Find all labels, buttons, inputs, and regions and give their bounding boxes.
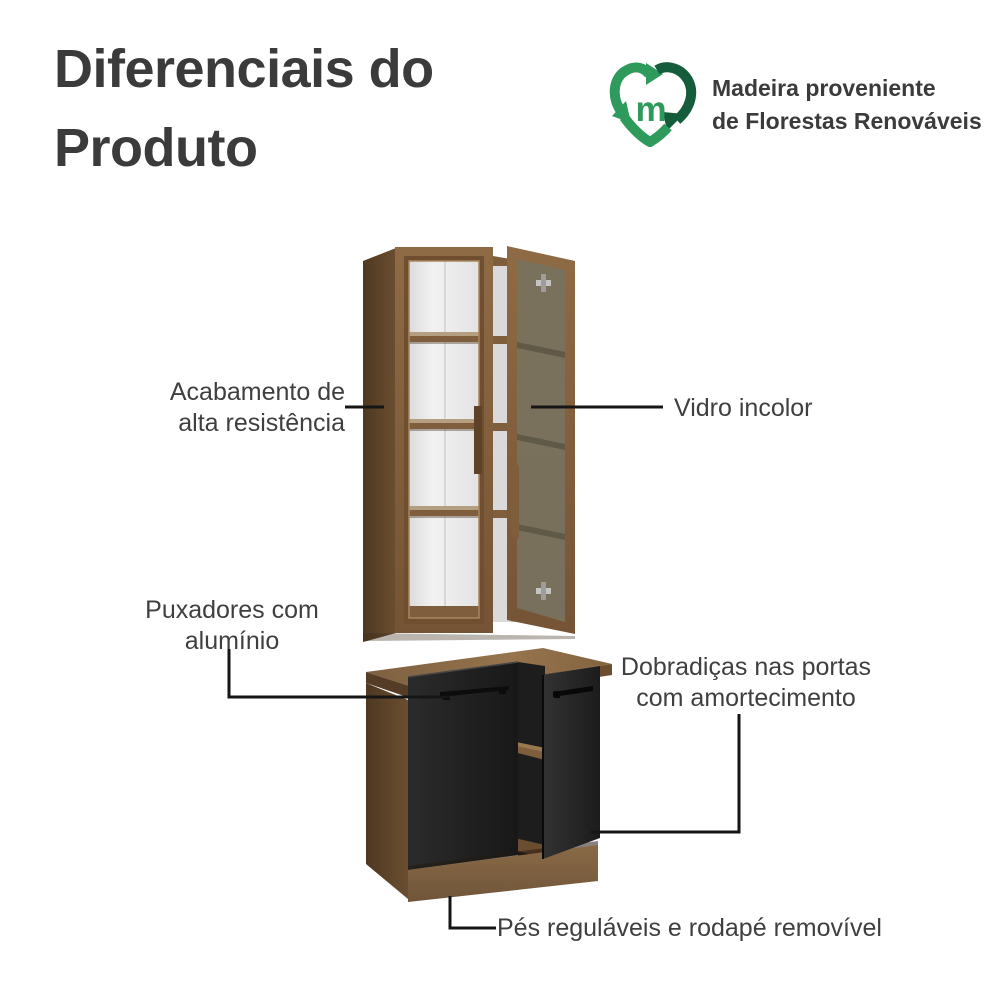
callout-label-pes: Pés reguláveis e rodapé removível xyxy=(497,914,882,942)
eco-badge-line-2: de Florestas Renováveis xyxy=(712,108,982,134)
upper-cabinet-shelf xyxy=(409,332,479,344)
callout-label-acabamento: Acabamento de alta resistência xyxy=(169,378,345,437)
upper-cabinet-shelf xyxy=(409,419,479,431)
recycle-heart-m-icon: m xyxy=(609,62,697,147)
lower-cabinet-plinth xyxy=(408,845,598,902)
lower-cabinet xyxy=(366,648,612,902)
page-title: Diferenciais do Produto xyxy=(54,30,434,188)
callout-label-vidro: Vidro incolor xyxy=(674,394,813,422)
lower-cabinet-left-door xyxy=(407,661,519,870)
hinge-icon xyxy=(536,582,551,600)
callout-lines xyxy=(227,405,741,930)
eco-badge: m Madeira proveniente de Florestas Renov… xyxy=(604,57,982,147)
lower-cabinet-open-door xyxy=(542,666,600,859)
upper-cabinet-left-door-handle xyxy=(474,406,482,474)
page-title-line-1: Diferenciais do xyxy=(54,39,434,99)
callout-line-puxadores xyxy=(227,649,450,699)
upper-cabinet-left-glass-door xyxy=(395,247,493,633)
callout-label-dobradicas: Dobradiças nas portas com amortecimento xyxy=(620,653,872,712)
callout-line-pes xyxy=(448,896,496,930)
upper-cabinet-side-panel xyxy=(363,248,396,642)
callout-line-dobradicas xyxy=(591,714,741,834)
upper-cabinet-right-door-handle xyxy=(511,463,519,539)
upper-cabinet-open-glass-door xyxy=(507,246,575,634)
lower-cabinet-side-panel xyxy=(366,683,408,899)
page-title-line-2: Produto xyxy=(54,118,258,178)
callout-label-puxadores: Puxadores com alumínio xyxy=(145,596,319,655)
hinge-icon xyxy=(536,274,551,292)
lower-cabinet-left-door-handle xyxy=(440,686,509,697)
upper-cabinet xyxy=(363,246,575,642)
lower-cabinet-right-door-handle xyxy=(553,686,593,697)
eco-badge-monogram: m xyxy=(635,90,666,129)
eco-badge-text: Madeira proveniente de Florestas Renováv… xyxy=(712,72,982,138)
upper-cabinet-shelf xyxy=(409,506,479,518)
eco-badge-line-1: Madeira proveniente xyxy=(712,75,936,101)
